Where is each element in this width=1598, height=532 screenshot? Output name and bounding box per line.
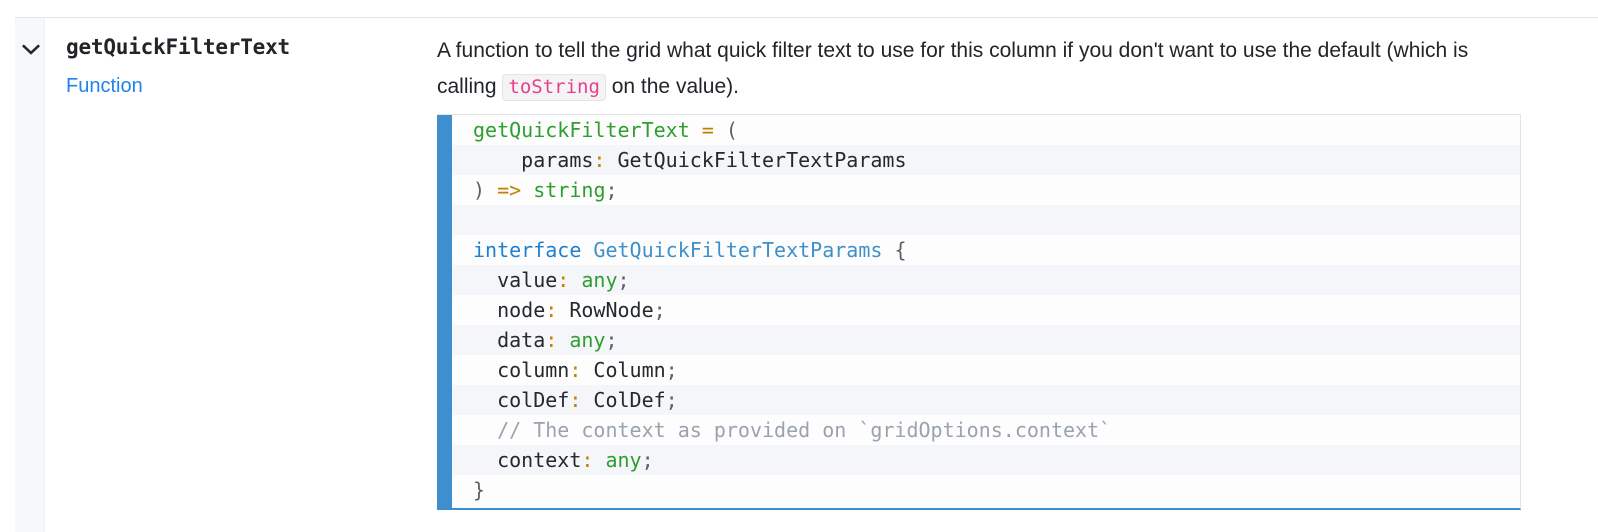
code-token [593, 448, 605, 472]
row-divider [15, 17, 1598, 18]
code-token [521, 178, 533, 202]
code-token: : [569, 358, 582, 382]
code-token: any [605, 448, 642, 472]
code-token [714, 118, 726, 142]
code-token: RowNode [557, 298, 654, 322]
code-token: params [473, 148, 594, 172]
code-token: ; [605, 328, 618, 352]
code-token: : [581, 448, 594, 472]
expand-gutter [15, 18, 45, 532]
code-snippet: getQuickFilterText = ( params: GetQuickF… [437, 114, 1521, 510]
code-token: node [473, 298, 546, 322]
code-line: } [452, 475, 1520, 505]
code-line: node: RowNode; [452, 295, 1520, 325]
code-token: getQuickFilterText [473, 118, 690, 142]
code-token: : [545, 328, 558, 352]
code-token: string [533, 178, 606, 202]
code-lines: getQuickFilterText = ( params: GetQuickF… [452, 115, 1520, 508]
code-line: // The context as provided on `gridOptio… [452, 415, 1520, 445]
code-token: value [473, 268, 558, 292]
code-token: } [473, 478, 486, 502]
code-token: GetQuickFilterTextParams [605, 148, 907, 172]
code-line: getQuickFilterText = ( [452, 115, 1520, 145]
code-token: colDef [473, 388, 570, 412]
code-line [452, 205, 1520, 235]
code-token: ; [653, 298, 666, 322]
code-token: Column [581, 358, 666, 382]
code-line: params: GetQuickFilterTextParams [452, 145, 1520, 175]
code-token: = [701, 118, 714, 142]
description-text: A function to tell the grid what quick f… [437, 33, 1522, 105]
code-token: column [473, 358, 570, 382]
code-token: context [473, 448, 582, 472]
code-line: colDef: ColDef; [452, 385, 1520, 415]
page-title: getQuickFilterText [66, 35, 290, 59]
code-token: interface [473, 238, 582, 262]
code-token: // The context as provided on `gridOptio… [473, 418, 1112, 442]
code-token: ; [665, 388, 678, 412]
code-token [569, 268, 581, 292]
code-token: ColDef [581, 388, 666, 412]
property-name-column: getQuickFilterText Function [66, 34, 416, 98]
description-part-1: A function to tell the grid what quick f… [437, 39, 1469, 98]
code-token [690, 118, 702, 142]
code-token: ; [605, 178, 618, 202]
property-description-column: A function to tell the grid what quick f… [437, 33, 1522, 105]
code-token: : [557, 268, 570, 292]
code-token: : [593, 148, 606, 172]
code-accent-bar [437, 115, 452, 508]
code-line: value: any; [452, 265, 1520, 295]
code-line: interface GetQuickFilterTextParams { [452, 235, 1520, 265]
code-token: => [497, 178, 522, 202]
code-token [581, 238, 593, 262]
code-line: data: any; [452, 325, 1520, 355]
inline-code-tostring: toString [502, 74, 606, 101]
code-token: any [569, 328, 606, 352]
code-token: : [569, 388, 582, 412]
chevron-down-icon[interactable] [19, 38, 43, 62]
code-token: GetQuickFilterTextParams [593, 238, 883, 262]
code-token: data [473, 328, 546, 352]
code-token: ; [641, 448, 654, 472]
code-token: ; [617, 268, 630, 292]
code-line: column: Column; [452, 355, 1520, 385]
code-line: context: any; [452, 445, 1520, 475]
code-token: ) [473, 178, 486, 202]
code-token: any [581, 268, 618, 292]
property-type-link[interactable]: Function [66, 75, 143, 97]
code-line: ) => string; [452, 175, 1520, 205]
code-token: ( [725, 118, 738, 142]
code-token: : [545, 298, 558, 322]
code-token: { [882, 238, 907, 262]
code-token: ; [665, 358, 678, 382]
code-token [485, 178, 497, 202]
description-part-2: on the value). [605, 75, 739, 98]
code-token [557, 328, 569, 352]
